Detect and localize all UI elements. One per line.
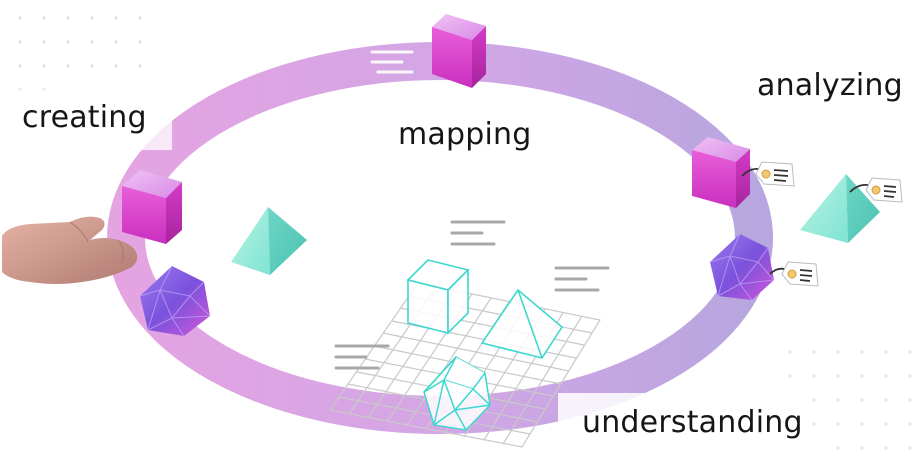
motion-lines-decor: [370, 50, 414, 74]
label-box-creating: [14, 90, 172, 150]
wireframe-icosahedron-icon: [423, 356, 491, 431]
stage-label-creating: creating: [22, 100, 147, 135]
pyramid-icon: [231, 207, 307, 275]
stage-label-analyzing: analyzing: [757, 68, 903, 103]
dot-pattern-top-left: [18, 16, 142, 92]
stage-label-mapping: mapping: [398, 117, 532, 152]
wireframe-pyramid-icon: [480, 288, 564, 359]
icosahedron-icon: [709, 233, 775, 301]
cube-icon: [122, 170, 182, 244]
text-lines-decor: [334, 220, 610, 370]
lifecycle-ring: [107, 42, 773, 434]
wireframe-cube-icon: [406, 259, 470, 335]
cube-icon: [432, 14, 486, 88]
label-box-understanding: [558, 393, 798, 453]
label-box-analyzing: [736, 55, 916, 119]
tag-icon: [741, 161, 795, 187]
tag-icon: [849, 177, 903, 203]
hand-icon: [2, 216, 138, 284]
icosahedron-icon: [139, 265, 211, 337]
tag-icon: [769, 261, 819, 287]
dot-pattern-bottom-right: [788, 350, 912, 450]
stage-label-understanding: understanding: [582, 405, 803, 440]
cube-icon: [692, 137, 750, 208]
tagged-pyramid-icon: [800, 174, 880, 243]
